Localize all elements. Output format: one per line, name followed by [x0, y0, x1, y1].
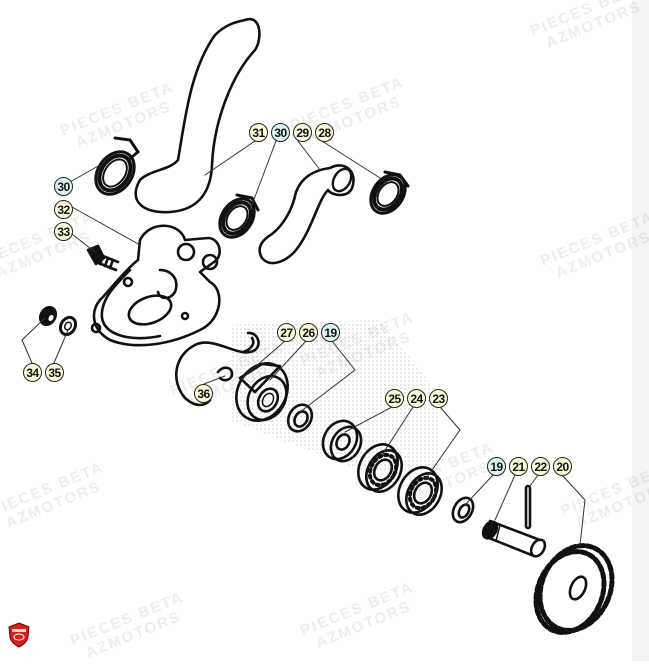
seal-19-lower	[451, 496, 475, 524]
hose-clamp-28	[369, 170, 410, 215]
seal-19-upper	[286, 403, 314, 433]
callout-part-32[interactable]: 32	[54, 200, 73, 219]
callout-part-28[interactable]: 28	[315, 123, 334, 142]
pin-22	[524, 484, 532, 530]
pump-cover-32	[90, 224, 221, 347]
impeller-26	[235, 362, 289, 422]
washer-35	[58, 315, 78, 337]
shield-logo-icon	[8, 622, 30, 648]
callout-part-24[interactable]: 24	[407, 389, 426, 408]
callout-part-33[interactable]: 33	[54, 222, 73, 241]
callout-part-29[interactable]: 29	[293, 123, 312, 142]
shaft-21	[481, 519, 547, 558]
callout-part-22[interactable]: 22	[531, 457, 550, 476]
callout-part-25[interactable]: 25	[385, 389, 404, 408]
callout-part-26[interactable]: 26	[299, 323, 318, 342]
bolt-33	[86, 244, 120, 272]
callout-part-30[interactable]: 30	[271, 123, 290, 142]
callout-part-20[interactable]: 20	[553, 457, 572, 476]
right-edge-strip	[632, 0, 649, 661]
hose-31	[134, 17, 261, 214]
callout-part-19[interactable]: 19	[321, 323, 340, 342]
gear-20	[533, 543, 615, 635]
callout-part-31[interactable]: 31	[249, 123, 268, 142]
hose-clamp-30-middle	[218, 193, 260, 239]
hose-29	[258, 164, 355, 265]
callout-part-27[interactable]: 27	[277, 323, 296, 342]
callout-part-23[interactable]: 23	[429, 389, 448, 408]
callout-part-35[interactable]: 35	[45, 363, 64, 382]
dotted-shading	[230, 320, 440, 470]
callout-part-36[interactable]: 36	[194, 384, 213, 403]
callout-part-21[interactable]: 21	[509, 457, 528, 476]
callout-part-34[interactable]: 34	[23, 363, 42, 382]
hose-clamp-30-left	[94, 136, 140, 196]
gasket-wire-ring	[175, 331, 260, 407]
washer-34	[38, 305, 58, 327]
callout-part-19[interactable]: 19	[487, 457, 506, 476]
callout-part-30[interactable]: 30	[54, 177, 73, 196]
leader-lines	[21, 140, 586, 546]
spacer-25	[321, 419, 363, 463]
bearing-23	[397, 466, 443, 516]
circlip-36	[216, 366, 234, 382]
bearing-24	[357, 443, 403, 493]
